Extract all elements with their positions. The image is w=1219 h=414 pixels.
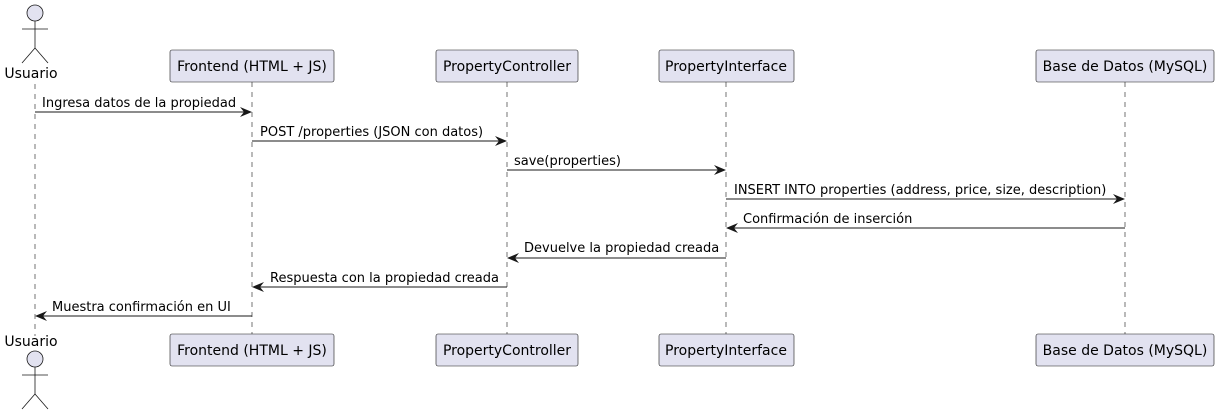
participant-controller-top: PropertyController bbox=[435, 49, 579, 83]
message-label-5: Confirmación de inserción bbox=[743, 212, 912, 227]
arrowhead-right-icon bbox=[1113, 194, 1125, 204]
actor-head-icon bbox=[26, 4, 44, 22]
actor-label-usuario-bottom: Usuario bbox=[4, 334, 57, 350]
actor-head-icon bbox=[26, 350, 44, 368]
message-7: Respuesta con la propiedad creada bbox=[252, 271, 507, 292]
participant-db-bottom: Base de Datos (MySQL) bbox=[1035, 333, 1215, 367]
arrowhead-left-icon bbox=[35, 311, 47, 321]
participant-label-frontend-top: Frontend (HTML + JS) bbox=[177, 59, 327, 75]
participant-label-controller-bottom: PropertyController bbox=[443, 343, 571, 359]
arrowhead-right-icon bbox=[240, 107, 252, 117]
message-label-7: Respuesta con la propiedad creada bbox=[270, 271, 499, 286]
actor-usuario-bottom: Usuario bbox=[4, 334, 58, 410]
message-4: INSERT INTO properties (address, price, … bbox=[726, 183, 1125, 204]
participant-label-interface-bottom: PropertyInterface bbox=[665, 343, 787, 359]
message-2: POST /properties (JSON con datos) bbox=[252, 125, 507, 146]
actor-usuario-top: Usuario bbox=[4, 4, 58, 82]
participant-interface-top: PropertyInterface bbox=[658, 49, 795, 83]
participant-interface-bottom: PropertyInterface bbox=[658, 333, 795, 367]
participant-label-controller-top: PropertyController bbox=[443, 59, 571, 75]
message-label-6: Devuelve la propiedad creada bbox=[524, 241, 719, 256]
participant-controller-bottom: PropertyController bbox=[435, 333, 579, 367]
arrowhead-right-icon bbox=[495, 136, 507, 146]
message-label-8: Muestra confirmación en UI bbox=[52, 300, 231, 315]
participant-label-frontend-bottom: Frontend (HTML + JS) bbox=[177, 343, 327, 359]
message-5: Confirmación de inserción bbox=[726, 212, 1125, 233]
arrowhead-left-icon bbox=[252, 282, 264, 292]
arrowhead-left-icon bbox=[726, 223, 738, 233]
message-label-3: save(properties) bbox=[514, 154, 621, 169]
participant-db-top: Base de Datos (MySQL) bbox=[1035, 49, 1215, 83]
arrowhead-right-icon bbox=[714, 165, 726, 175]
message-label-4: INSERT INTO properties (address, price, … bbox=[734, 183, 1106, 198]
actor-label-usuario-top: Usuario bbox=[4, 66, 57, 82]
message-6: Devuelve la propiedad creada bbox=[507, 241, 726, 263]
participant-label-db-bottom: Base de Datos (MySQL) bbox=[1043, 343, 1208, 359]
arrowhead-left-icon bbox=[507, 253, 519, 263]
participant-frontend-top: Frontend (HTML + JS) bbox=[169, 49, 335, 83]
message-8: Muestra confirmación en UI bbox=[35, 300, 252, 321]
participant-frontend-bottom: Frontend (HTML + JS) bbox=[169, 333, 335, 367]
participant-label-interface-top: PropertyInterface bbox=[665, 59, 787, 75]
participant-label-db-top: Base de Datos (MySQL) bbox=[1043, 59, 1208, 75]
message-label-1: Ingresa datos de la propiedad bbox=[42, 96, 236, 111]
message-label-2: POST /properties (JSON con datos) bbox=[260, 125, 483, 140]
message-1: Ingresa datos de la propiedad bbox=[35, 96, 252, 117]
message-3: save(properties) bbox=[507, 154, 726, 175]
